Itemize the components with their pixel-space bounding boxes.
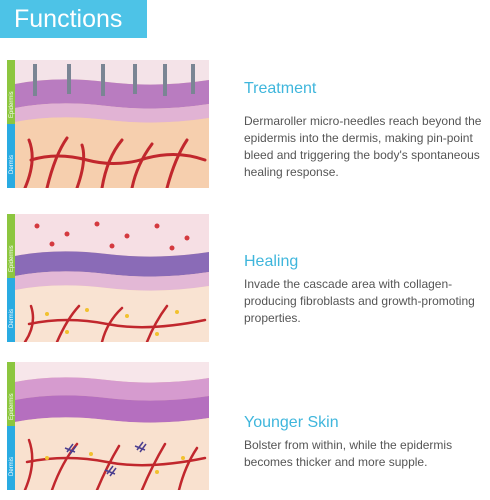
younger-skin-description: Bolster from within, while the epidermis… <box>244 438 453 469</box>
dermis-label: Dermis <box>9 309 15 328</box>
dermis-label: Dermis <box>9 457 15 476</box>
epidermis-label: Epidermis <box>9 393 15 420</box>
healing-description: Invade the cascade area with collagen-pr… <box>244 277 475 325</box>
treatment-title: Treatment <box>244 80 317 97</box>
epidermis-label: Epidermis <box>9 245 15 272</box>
dermis-label: Dermis <box>9 155 15 174</box>
banner-title: Functions <box>14 5 123 33</box>
healing-title: Healing <box>244 253 299 270</box>
healing-illustration: Epidermis Dermis <box>7 214 209 342</box>
treatment-description: Dermaroller micro-needles reach beyond t… <box>244 114 482 179</box>
epidermis-label: Epidermis <box>9 91 15 118</box>
treatment-illustration: Epidermis Dermis <box>7 60 209 188</box>
younger-skin-title: Younger Skin <box>244 414 339 431</box>
younger-skin-illustration: Epidermis Dermis <box>7 362 209 490</box>
functions-banner: Functions <box>0 0 147 38</box>
